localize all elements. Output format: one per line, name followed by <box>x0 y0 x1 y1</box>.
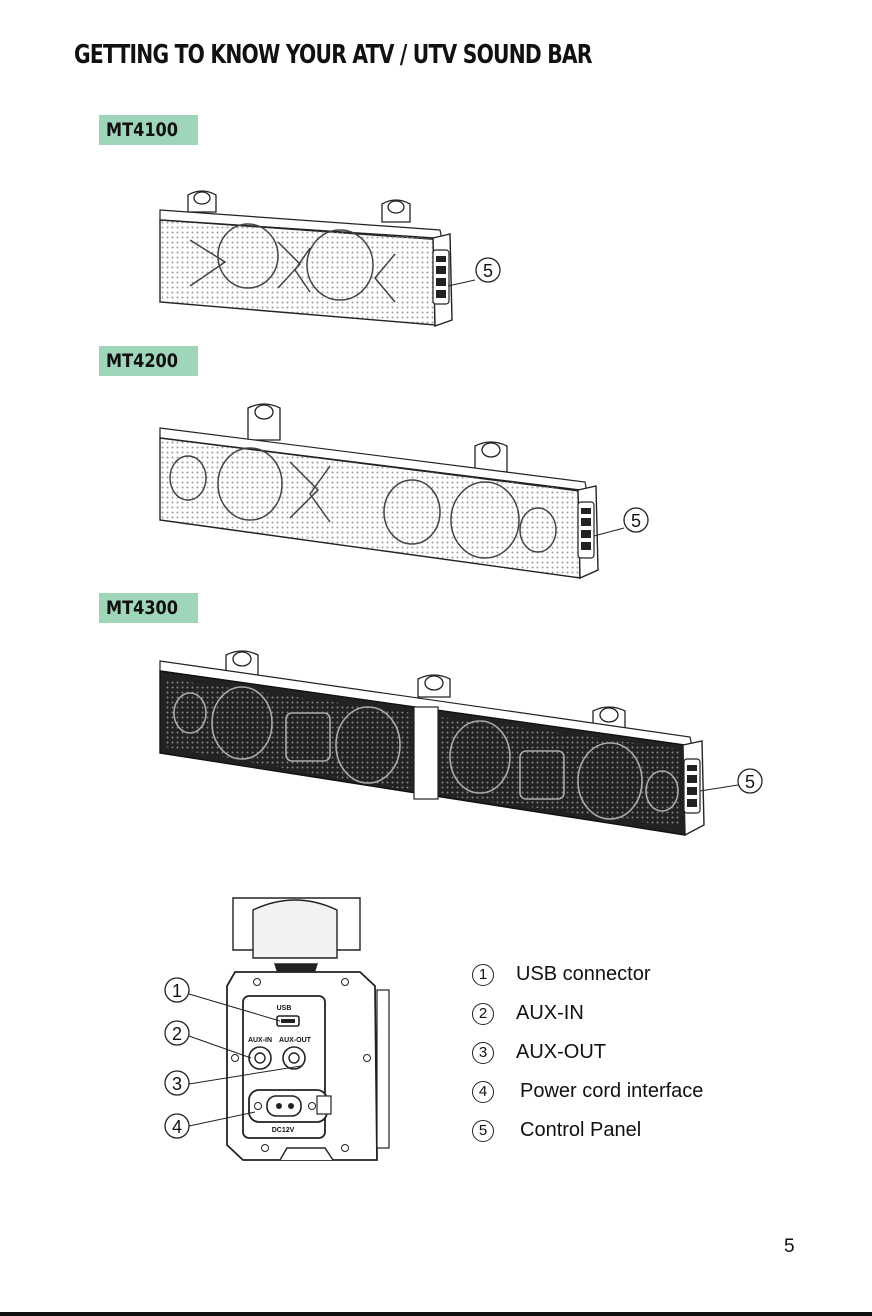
page-number: 5 <box>784 1236 795 1258</box>
legend-label: Control Panel <box>520 1119 641 1142</box>
legend-number: 5 <box>472 1120 494 1142</box>
aux-in-port-label: AUX-IN <box>248 1037 272 1044</box>
legend-label: AUX-IN <box>516 1002 584 1025</box>
legend-number: 2 <box>472 1003 494 1025</box>
mt4200-soundbar-illustration: 5 <box>150 400 660 590</box>
callout-5-mt4200: 5 <box>631 511 641 531</box>
legend-item: 1 USB connector <box>472 955 802 994</box>
model-tag-mt4200: MT4200 <box>99 346 198 376</box>
callout-5-mt4300: 5 <box>745 772 755 792</box>
legend-item: 4 Power cord interface <box>472 1072 802 1111</box>
callout-4: 4 <box>172 1117 182 1137</box>
usb-port-label: USB <box>277 1005 292 1012</box>
callout-2: 2 <box>172 1024 182 1044</box>
legend-number: 3 <box>472 1042 494 1064</box>
callout-3: 3 <box>172 1074 182 1094</box>
bottom-rule <box>0 1312 872 1316</box>
mt4100-soundbar-illustration: 5 <box>150 190 520 340</box>
model-tag-mt4300: MT4300 <box>99 593 198 623</box>
callout-1: 1 <box>172 981 182 1001</box>
legend-number: 1 <box>472 964 494 986</box>
legend-label: Power cord interface <box>520 1080 703 1103</box>
callout-5-mt4100: 5 <box>483 261 493 281</box>
legend-label: AUX-OUT <box>516 1041 606 1064</box>
legend-item: 5 Control Panel <box>472 1111 802 1150</box>
component-legend: 1 USB connector 2 AUX-IN 3 AUX-OUT 4 Pow… <box>472 955 802 1150</box>
side-panel-detail-illustration: USB AUX-IN AUX-OUT DC12V 1 2 3 4 <box>155 890 395 1175</box>
model-tag-mt4100: MT4100 <box>99 115 198 145</box>
legend-number: 4 <box>472 1081 494 1103</box>
legend-label: USB connector <box>516 963 651 986</box>
aux-out-port-label: AUX-OUT <box>279 1037 312 1044</box>
mt4300-soundbar-illustration: 5 <box>150 645 770 845</box>
page-title: GETTING TO KNOW YOUR ATV / UTV SOUND BAR <box>74 40 592 70</box>
legend-item: 3 AUX-OUT <box>472 1033 802 1072</box>
legend-item: 2 AUX-IN <box>472 994 802 1033</box>
dc12v-port-label: DC12V <box>272 1127 295 1134</box>
